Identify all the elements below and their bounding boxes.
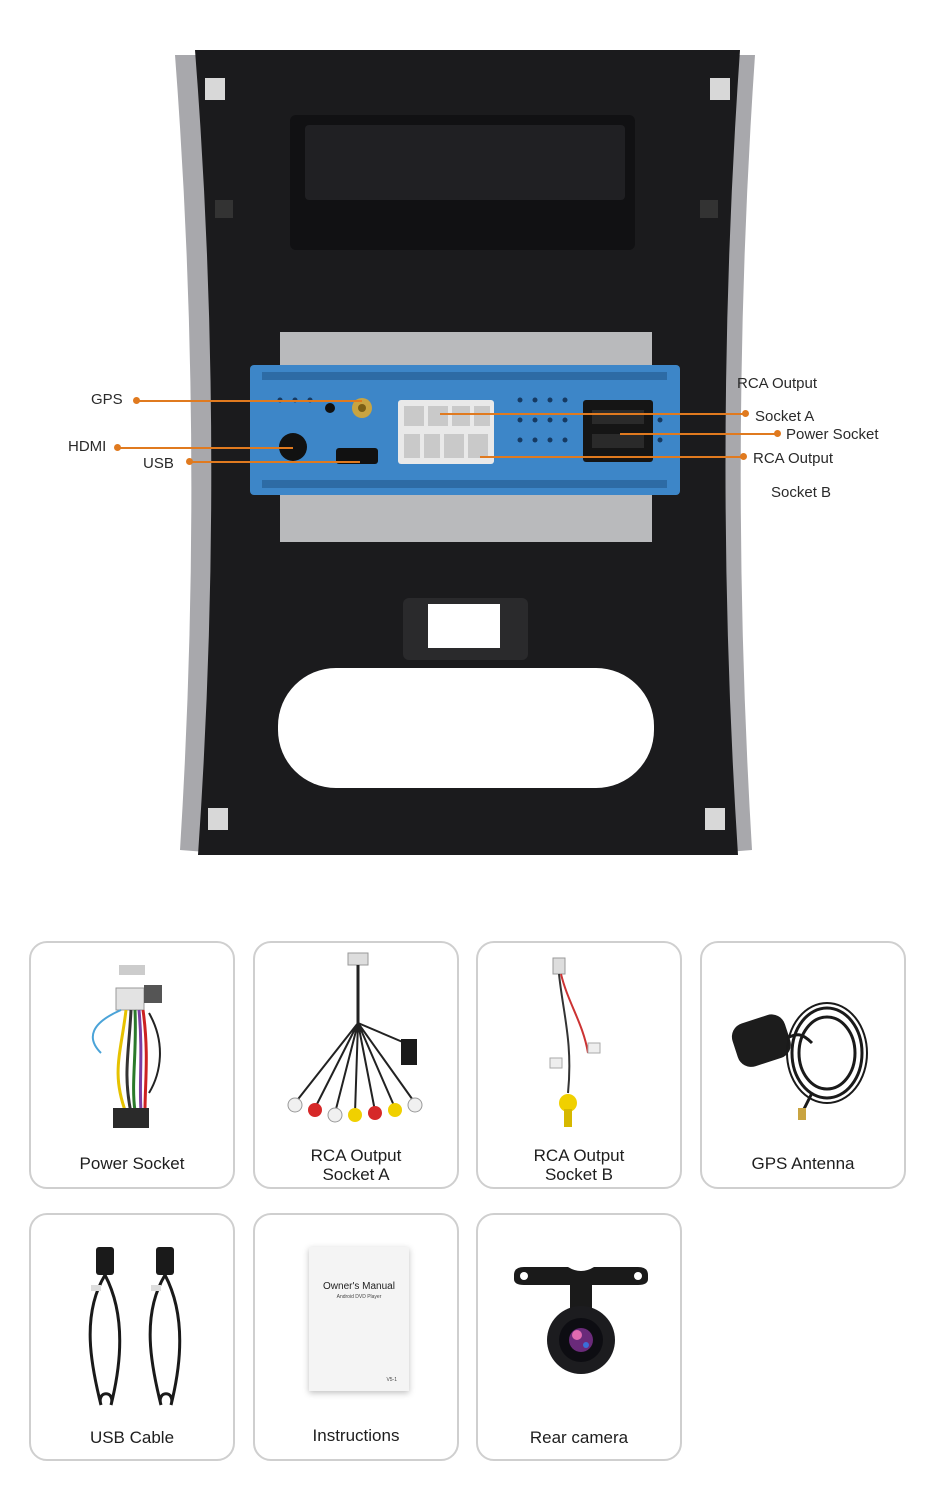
rca-cable-b-image (549, 957, 601, 1127)
usb-callout-line (190, 461, 360, 463)
item-label: Power Socket (79, 1154, 185, 1173)
hdmi-label: HDMI (68, 438, 107, 455)
rca-cable-a-image (287, 952, 423, 1123)
hdmi-callout-line (117, 447, 293, 449)
item-card-power-socket: Power Socket (29, 941, 235, 1189)
manual-title: Owner's Manual (323, 1281, 395, 1292)
item-label: USB Cable (89, 1428, 175, 1447)
hdmi-callout-dot (114, 444, 121, 451)
item-label: Rear camera (529, 1428, 629, 1447)
item-label: GPS Antenna (751, 1154, 855, 1173)
manual-subtitle: Android DVD Player (336, 1294, 382, 1300)
rca-output-label-top: RCA Output (737, 375, 818, 392)
manual-code: V5-1 (386, 1377, 397, 1383)
usb-label: USB (143, 455, 174, 472)
product-back-view: GPS HDMI USB RCA Output Socket A Power S… (68, 50, 879, 855)
item-card-gps-antenna: GPS Antenna (700, 941, 906, 1189)
power-socket-label: Power Socket (786, 426, 879, 443)
rca-output-label-bottom: RCA Output (753, 450, 834, 467)
socket-a-label: Socket A (755, 408, 815, 425)
gps-callout-line (136, 400, 362, 402)
item-label: RCA Output Socket A (310, 1146, 402, 1184)
rear-camera-image (514, 1267, 648, 1374)
usb-cable-image (88, 1247, 182, 1406)
socket-b-label: Socket B (771, 484, 832, 501)
item-card-instructions: Owner's Manual Android DVD Player V5-1 I… (253, 1213, 459, 1461)
socket-a-callout-dot (742, 410, 749, 417)
gps-label: GPS (91, 391, 123, 408)
item-card-usb-cable: USB Cable (29, 1213, 235, 1461)
item-card-rear-camera: Rear camera (476, 1213, 682, 1461)
owners-manual-image: Owner's Manual Android DVD Player V5-1 (309, 1247, 409, 1391)
item-label: RCA Output Socket B (533, 1146, 625, 1184)
power-socket-callout-line (620, 433, 776, 435)
radio-frame-illustration (175, 50, 755, 855)
socket-b-callout-line (480, 456, 742, 458)
item-card-rca-socket-b: RCA Output Socket B (476, 941, 682, 1189)
item-label: Instructions (312, 1426, 400, 1445)
power-harness-image (91, 965, 162, 1128)
item-card-rca-socket-a: RCA Output Socket A (253, 941, 459, 1189)
socket-a-callout-line (440, 413, 745, 415)
gps-antenna-image (731, 1002, 868, 1120)
gps-callout-dot (133, 397, 140, 404)
power-socket-callout-dot (774, 430, 781, 437)
usb-callout-dot (186, 458, 193, 465)
socket-b-callout-dot (740, 453, 747, 460)
